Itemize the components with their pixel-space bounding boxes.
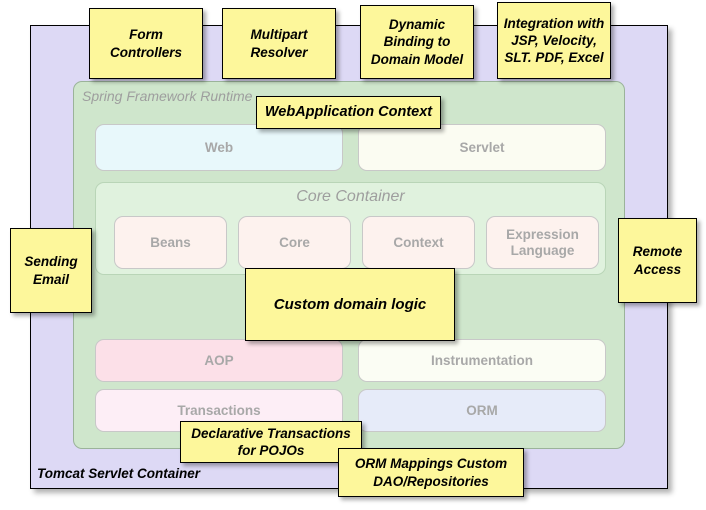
module-aop: AOP — [95, 339, 343, 382]
core-container-label: Core Container — [296, 188, 405, 205]
note-remote-access: Remote Access — [618, 218, 697, 303]
note-orm-mappings-custom-dao: ORM Mappings Custom DAO/Repositories — [338, 448, 524, 497]
spring-framework-runtime-label: Spring Framework Runtime — [82, 88, 253, 104]
tomcat-servlet-container-label: Tomcat Servlet Container — [37, 466, 201, 481]
module-instrumentation: Instrumentation — [358, 339, 606, 382]
module-web: Web — [95, 124, 343, 171]
note-form-controllers: Form Controllers — [89, 8, 203, 79]
note-declarative-transactions-for-pojos: Declarative Transactions for POJOs — [180, 421, 362, 463]
note-custom-domain-logic: Custom domain logic — [245, 268, 455, 341]
module-core: Core — [238, 216, 351, 269]
note-multipart-resolver: Multipart Resolver — [222, 8, 336, 79]
module-context: Context — [362, 216, 475, 269]
note-dynamic-binding-to-domain-model: Dynamic Binding to Domain Model — [360, 5, 474, 79]
module-servlet: Servlet — [358, 124, 606, 171]
module-expression-language: Expression Language — [486, 216, 599, 269]
module-beans: Beans — [114, 216, 227, 269]
module-orm: ORM — [358, 389, 606, 432]
note-webapplication-context: WebApplication Context — [256, 96, 441, 129]
note-integration-with-view-technologies: Integration with JSP, Velocity, SLT. PDF… — [497, 2, 611, 79]
note-sending-email: Sending Email — [10, 228, 92, 313]
